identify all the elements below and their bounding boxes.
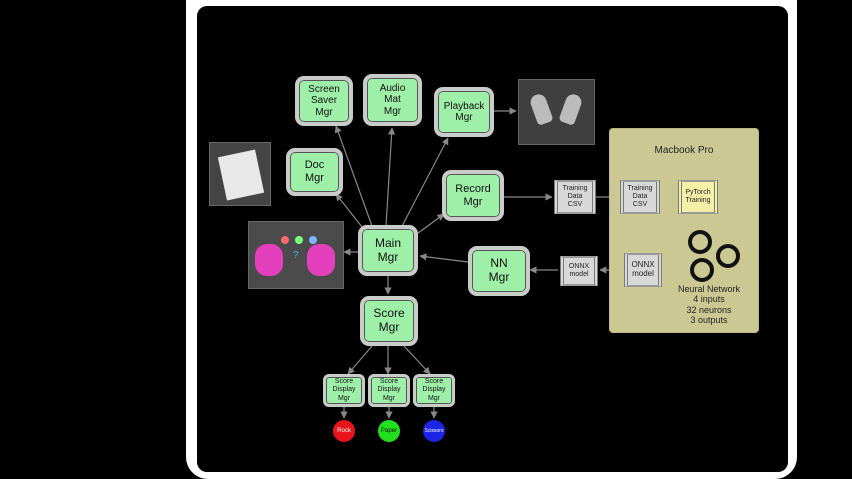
- pytorch-training-label: PyTorch Training: [685, 189, 711, 204]
- rock-icon: [281, 236, 289, 244]
- neuron-node-3: [690, 258, 714, 282]
- gesture-thumbnail: [518, 79, 595, 145]
- training-data-csv-in: Training Data CSV: [620, 180, 660, 214]
- onnx-model-in: ONNX model: [560, 256, 598, 286]
- neural-network-label: Neural Network 4 inputs 32 neurons 3 out…: [677, 284, 741, 326]
- arrow-main-record: [413, 213, 445, 237]
- neuron-node-2: [716, 244, 740, 268]
- record-mgr-label: Record Mgr: [455, 182, 491, 208]
- rock-output: Rock: [333, 420, 355, 442]
- paper-icon: [295, 236, 303, 244]
- paper-output: Paper: [378, 420, 400, 442]
- main-mgr-node: Main Mgr: [358, 225, 418, 276]
- audio-mat-mgr-label: Audio Mat Mgr: [379, 82, 406, 117]
- screen-saver-mgr-node: Screen Saver Mgr: [295, 76, 353, 126]
- doc-mgr-node: Doc Mgr: [286, 148, 343, 196]
- screen-saver-mgr-label: Screen Saver Mgr: [308, 83, 340, 118]
- scissors-icon: [309, 236, 317, 244]
- score-display-mgr-node-2: Score Display Mgr: [368, 374, 410, 407]
- scissors-output: Scissors: [423, 420, 445, 442]
- macbook-title: Macbook Pro: [654, 145, 714, 156]
- score-display-mgr-label-2: Score Display Mgr: [377, 378, 401, 402]
- score-display-mgr-node-3: Score Display Mgr: [413, 374, 455, 407]
- playback-mgr-label: Playback Mgr: [443, 100, 485, 124]
- macbook-pro-panel: Macbook Pro Neural Network 4 inputs 32 n…: [609, 128, 759, 333]
- paper-label: Paper: [380, 428, 397, 434]
- score-display-mgr-label-1: Score Display Mgr: [332, 378, 356, 402]
- doc-mgr-label: Doc Mgr: [304, 159, 325, 184]
- score-display-mgr-node-1: Score Display Mgr: [323, 374, 365, 407]
- main-mgr-label: Main Mgr: [374, 235, 401, 264]
- playback-mgr-node: Playback Mgr: [434, 87, 494, 137]
- training-data-csv-in-label: Training Data CSV: [627, 185, 653, 208]
- score-display-mgr-label-3: Score Display Mgr: [422, 378, 446, 402]
- arrow-main-audiomat: [385, 127, 396, 227]
- nn-mgr-label: NN Mgr: [488, 256, 510, 284]
- question-mark-icon: ?: [293, 250, 299, 261]
- onnx-model-in-label: ONNX model: [568, 263, 590, 278]
- arrow-main-playback: [399, 137, 449, 231]
- arrow-score-display1: [347, 345, 373, 375]
- display-thumbnail: ?: [248, 221, 344, 289]
- left-hand-icon: [528, 92, 554, 126]
- arrow-nn-main: [419, 253, 469, 263]
- score-mgr-label: Score Mgr: [373, 306, 405, 334]
- left-pink-hand-icon: [255, 244, 283, 276]
- audio-mat-mgr-node: Audio Mat Mgr: [363, 74, 422, 126]
- arrow-score-display3: [403, 345, 431, 375]
- arrow-main-screensaver: [334, 125, 373, 227]
- pytorch-training-box: PyTorch Training: [678, 180, 718, 214]
- training-data-csv-out: Training Data CSV: [554, 180, 596, 214]
- record-mgr-node: Record Mgr: [442, 170, 504, 221]
- right-pink-hand-icon: [307, 244, 335, 276]
- onnx-model-out: ONNX model: [624, 253, 662, 287]
- nn-mgr-node: NN Mgr: [468, 246, 530, 296]
- score-mgr-node: Score Mgr: [360, 296, 418, 346]
- onnx-model-out-label: ONNX model: [631, 260, 655, 278]
- document-page-icon: [217, 149, 265, 201]
- right-hand-icon: [558, 92, 584, 126]
- scissors-label: Scissors: [424, 428, 444, 434]
- neuron-node-1: [688, 230, 712, 254]
- training-data-csv-out-label: Training Data CSV: [562, 185, 588, 208]
- rock-label: Rock: [337, 428, 351, 434]
- document-thumbnail: [209, 142, 271, 206]
